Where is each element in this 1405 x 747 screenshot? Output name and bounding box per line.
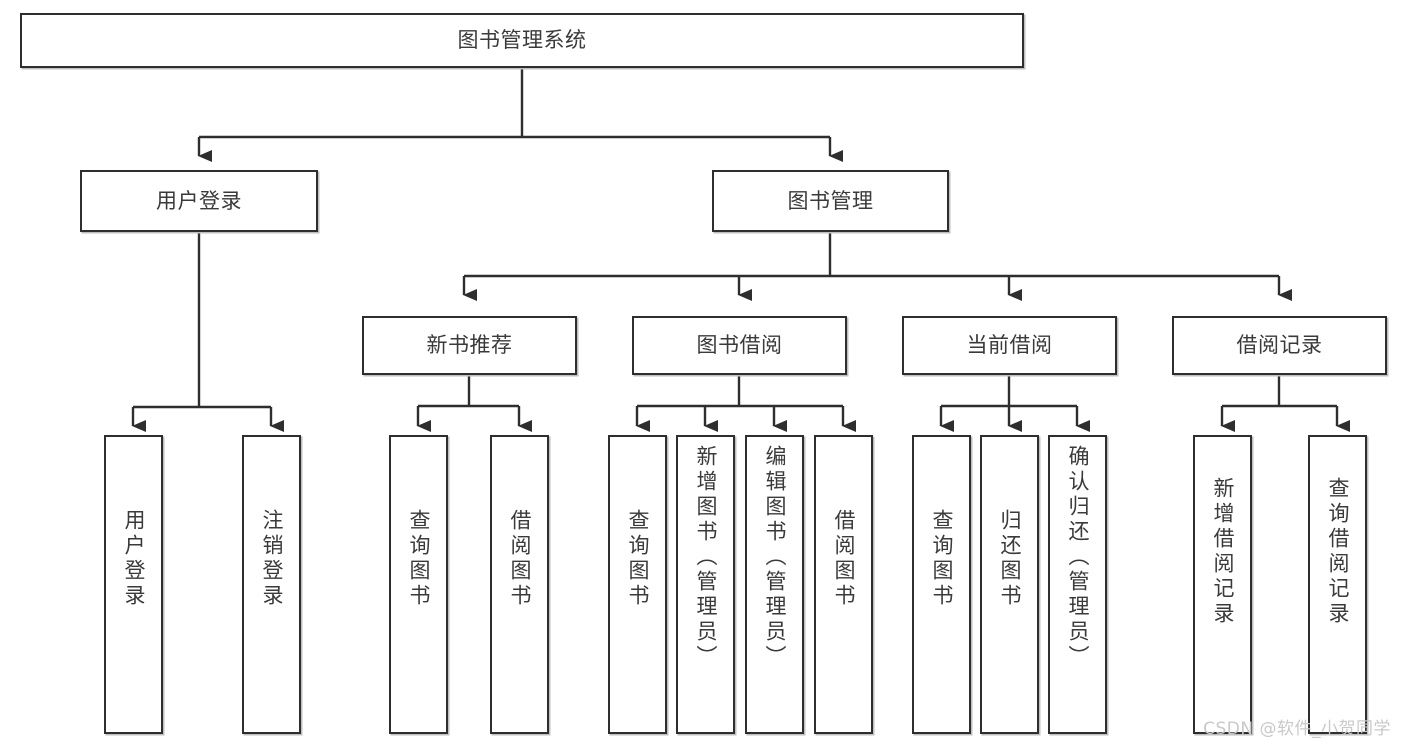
leaf-book-borrow-add-book-admin[interactable]: 新增图书（管理员）: [676, 435, 735, 734]
node-book-management[interactable]: 图书管理: [712, 170, 949, 232]
node-label: 新增借阅记录: [1211, 477, 1235, 627]
node-label: 当前借阅: [966, 333, 1053, 358]
node-label: 借阅图书: [832, 509, 856, 609]
leaf-user-login-logout[interactable]: 注销登录: [242, 435, 301, 734]
leaf-current-borrow-confirm-return-admin[interactable]: 确认归还（管理员）: [1048, 435, 1107, 734]
node-label: 查询图书: [626, 509, 650, 609]
node-label: 图书借阅: [696, 333, 783, 358]
node-label: 注销登录: [260, 509, 284, 609]
node-book-borrowing[interactable]: 图书借阅: [632, 316, 847, 375]
node-label: 新书推荐: [426, 333, 513, 358]
node-label: 借阅记录: [1236, 333, 1323, 358]
node-current-borrowing[interactable]: 当前借阅: [902, 316, 1117, 375]
node-label: 图书管理系统: [457, 28, 587, 53]
leaf-new-book-query-books[interactable]: 查询图书: [389, 435, 448, 734]
node-label: 确认归还（管理员）: [1066, 445, 1090, 670]
watermark: CSDN @软件_小贺同学: [1203, 719, 1391, 739]
leaf-current-borrow-query-books[interactable]: 查询图书: [912, 435, 971, 734]
leaf-book-borrow-query-books[interactable]: 查询图书: [608, 435, 667, 734]
leaf-borrow-record-query-record[interactable]: 查询借阅记录: [1308, 435, 1367, 734]
node-label: 用户登录: [156, 188, 242, 213]
leaf-user-login-login[interactable]: 用户登录: [104, 435, 163, 734]
node-label: 查询图书: [930, 509, 954, 609]
leaf-book-borrow-edit-book-admin[interactable]: 编辑图书（管理员）: [745, 435, 804, 734]
node-new-book-recommendation[interactable]: 新书推荐: [362, 316, 577, 375]
leaf-book-borrow-borrow-books[interactable]: 借阅图书: [814, 435, 873, 734]
node-label: 查询图书: [407, 509, 431, 609]
node-user-login[interactable]: 用户登录: [80, 170, 318, 232]
node-label: 编辑图书（管理员）: [763, 445, 787, 670]
leaf-borrow-record-add-record[interactable]: 新增借阅记录: [1193, 435, 1252, 734]
node-label: 新增图书（管理员）: [694, 445, 718, 670]
leaf-current-borrow-return-books[interactable]: 归还图书: [980, 435, 1039, 734]
node-label: 图书管理: [787, 188, 874, 213]
node-borrow-records[interactable]: 借阅记录: [1172, 316, 1387, 375]
node-label: 查询借阅记录: [1326, 477, 1350, 627]
node-root-book-management-system[interactable]: 图书管理系统: [20, 13, 1024, 68]
node-label: 用户登录: [122, 509, 146, 609]
leaf-new-book-borrow-books[interactable]: 借阅图书: [490, 435, 549, 734]
node-label: 归还图书: [998, 509, 1022, 609]
node-label: 借阅图书: [508, 509, 532, 609]
